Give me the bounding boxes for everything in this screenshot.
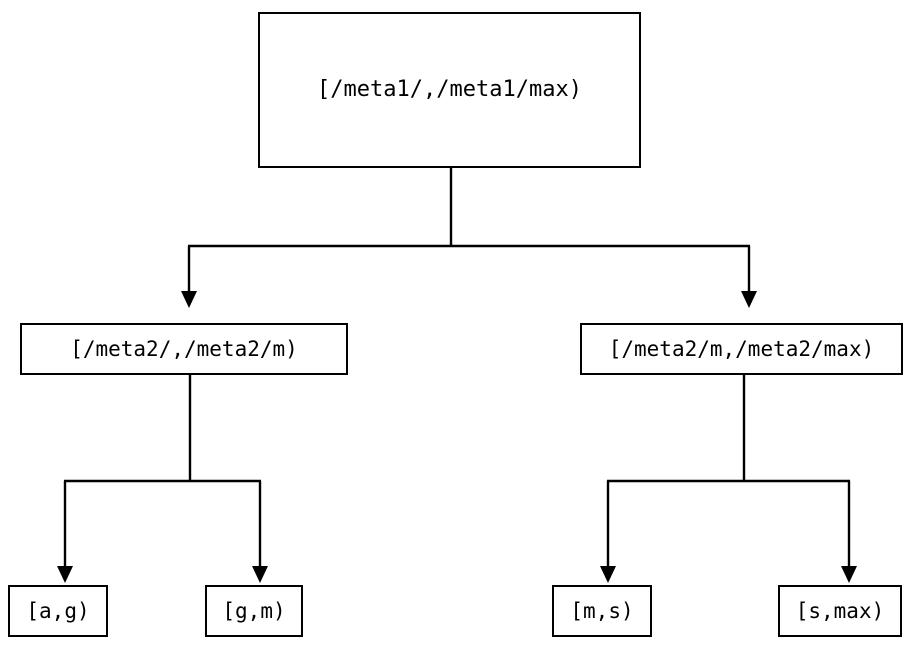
node-leaf-s-max-label: [s,max) [795,598,885,623]
node-root-label: [/meta1/,/meta1/max) [317,77,582,102]
arrowhead-root-to-meta2-high [741,291,757,308]
node-root[interactable]: [/meta1/,/meta1/max) [258,12,641,168]
edge-group-meta2-low [57,375,268,583]
node-meta2-high-label: [/meta2/m,/meta2/max) [608,336,875,361]
node-meta2-low[interactable]: [/meta2/,/meta2/m) [20,323,348,375]
arrowhead-meta2-high-to-leaf-smax [841,566,857,583]
node-leaf-s-max[interactable]: [s,max) [778,585,902,637]
node-leaf-m-s[interactable]: [m,s) [552,585,652,637]
arrowhead-meta2-high-to-leaf-ms [600,566,616,583]
node-leaf-a-g-label: [a,g) [26,598,90,623]
node-leaf-g-m[interactable]: [g,m) [205,585,303,637]
arrowhead-meta2-low-to-leaf-ag [57,566,73,583]
edge-group-meta2-high [600,375,857,583]
node-meta2-high[interactable]: [/meta2/m,/meta2/max) [580,323,903,375]
arrowhead-meta2-low-to-leaf-gm [252,566,268,583]
node-leaf-g-m-label: [g,m) [222,598,286,623]
arrowhead-root-to-meta2-low [181,291,197,308]
node-leaf-m-s-label: [m,s) [570,598,634,623]
node-leaf-a-g[interactable]: [a,g) [8,585,108,637]
node-meta2-low-label: [/meta2/,/meta2/m) [70,336,298,361]
edge-group-root [181,168,757,308]
